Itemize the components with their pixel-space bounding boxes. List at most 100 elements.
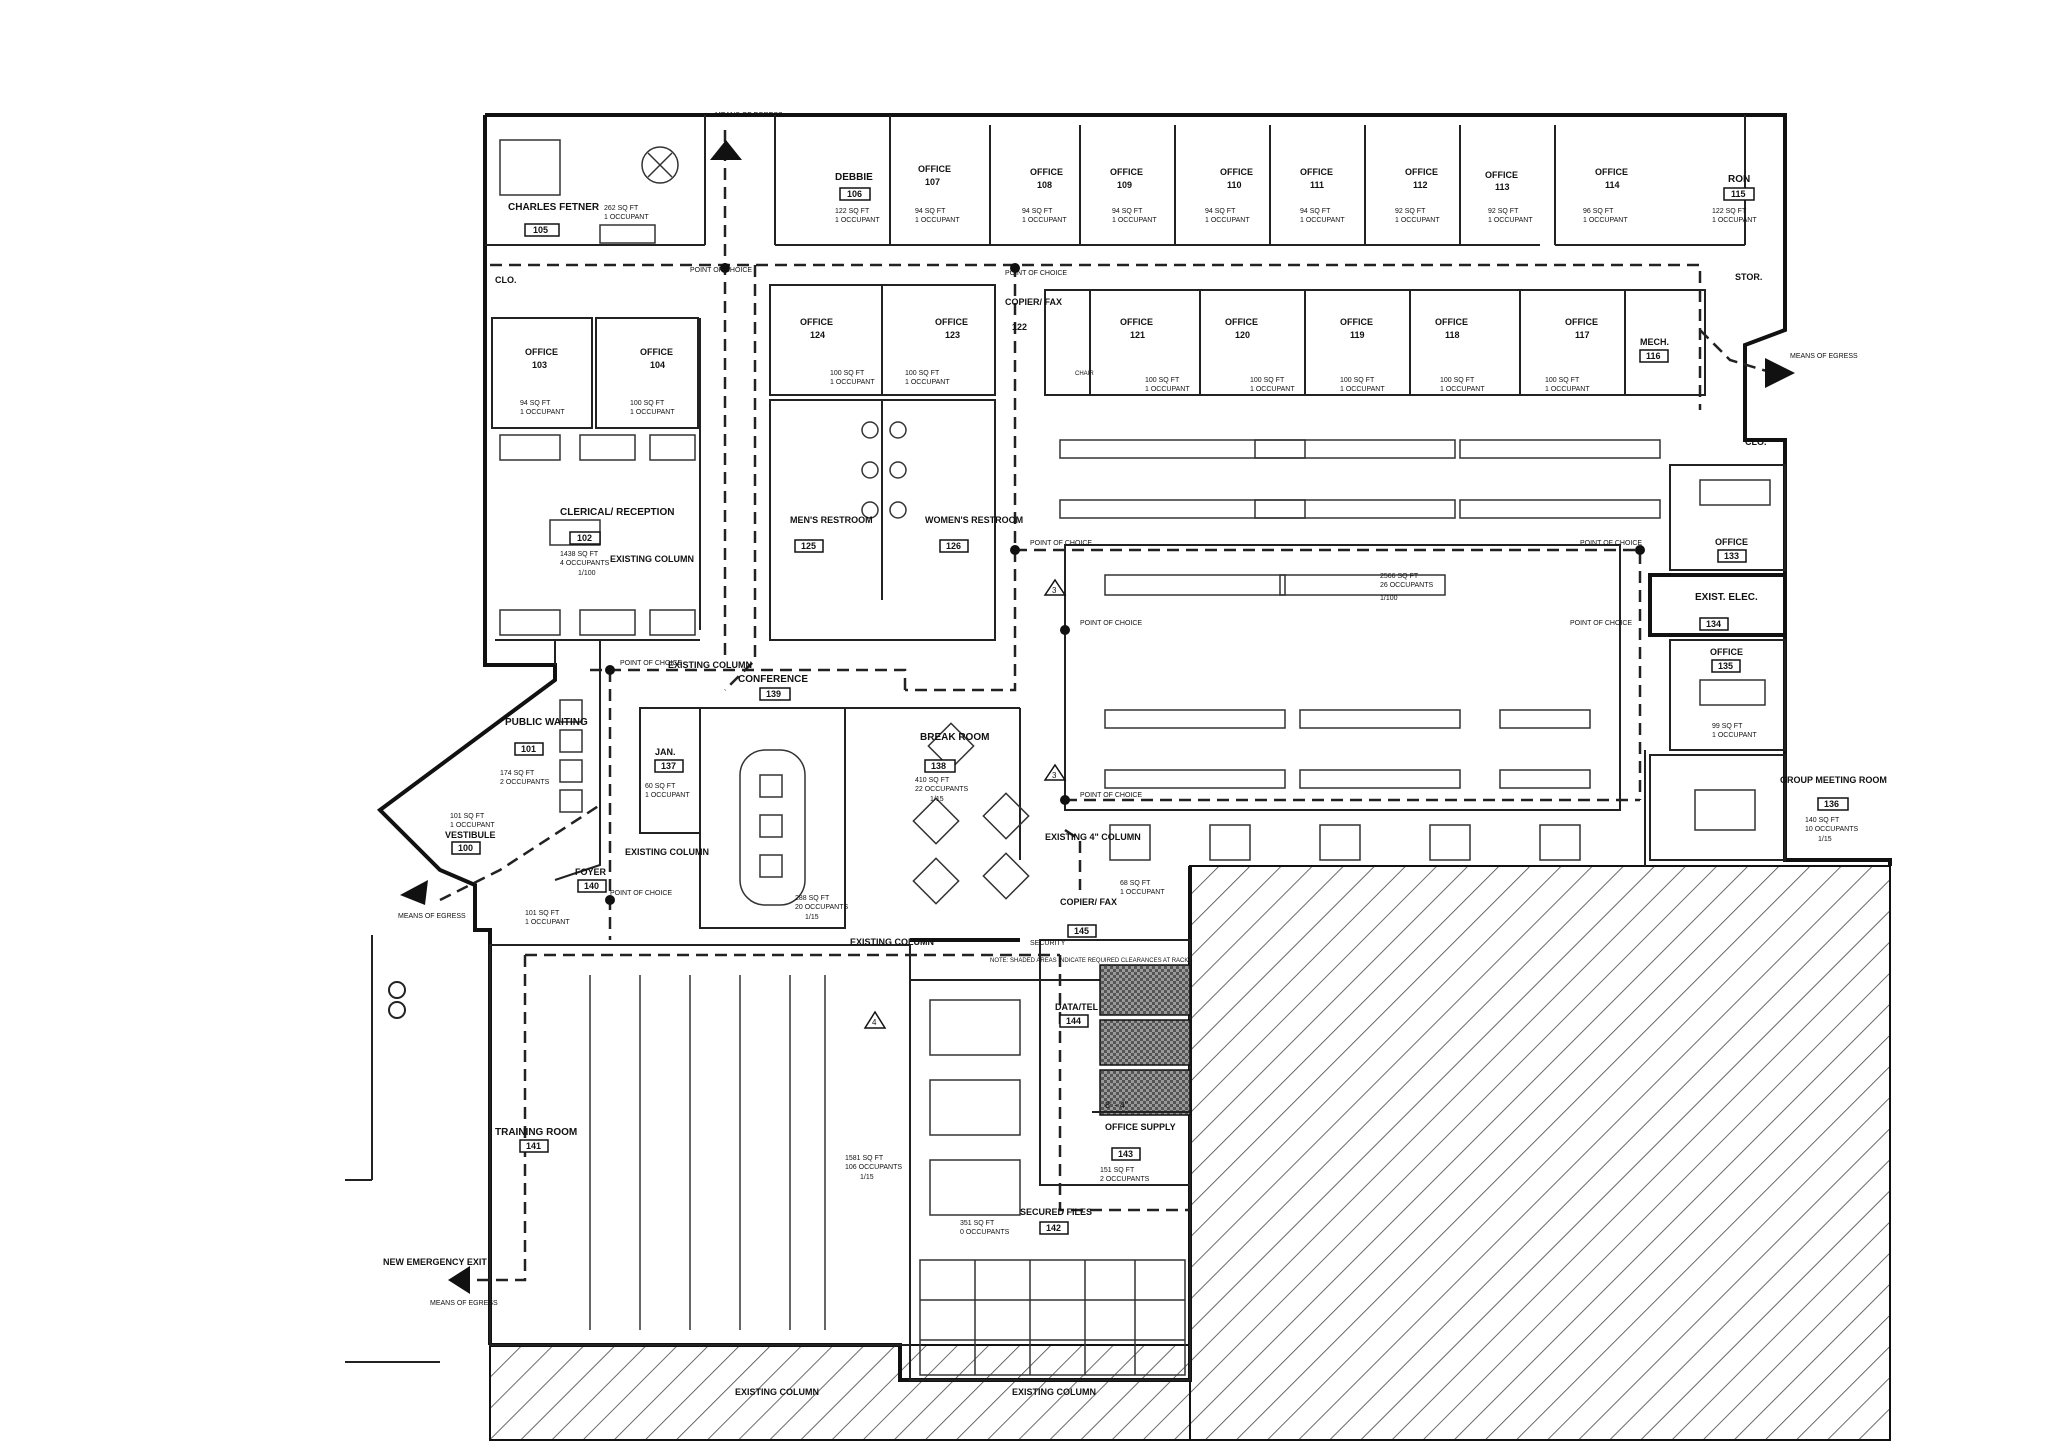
room-area: 122 SQ FT <box>1712 208 1747 215</box>
room-area: 262 SQ FT <box>604 205 639 212</box>
room-occupants: 1 OCCUPANT <box>1712 732 1757 739</box>
load-factor: 1/100 <box>1380 595 1398 602</box>
egress-arrows <box>400 140 1795 1294</box>
room-occupants: 2 OCCUPANTS <box>500 779 550 786</box>
room-label-office-119: OFFICE 119 100 SQ FT 1 OCCUPANT <box>1340 317 1385 393</box>
load-factor: 1/100 <box>578 570 596 577</box>
room-name: OFFICE <box>1340 317 1373 327</box>
point-of-choice-label: POINT OF CHOICE <box>1030 540 1092 547</box>
room-label-office-114: OFFICE 114 96 SQ FT 1 OCCUPANT <box>1583 167 1628 224</box>
tag-triangle <box>1043 763 1067 781</box>
furniture <box>499 139 1771 1376</box>
room-area: 68 SQ FT <box>1120 880 1151 887</box>
room-name: DEBBIE <box>835 172 873 183</box>
room-number: 135 <box>1718 661 1733 671</box>
room-label-office-120: OFFICE 120 100 SQ FT 1 OCCUPANT <box>1225 317 1295 393</box>
room-label-break: BREAK ROOM 138 410 SQ FT 22 OCCUPANTS 1/… <box>915 732 989 803</box>
room-name: OFFICE <box>1565 317 1598 327</box>
room-number: 102 <box>577 533 592 543</box>
room-area: 100 SQ FT <box>1440 377 1475 384</box>
egress-arrow-north <box>710 140 742 160</box>
existing-column-label: EXISTING COLUMN <box>850 937 934 947</box>
room-number: 142 <box>1046 1223 1061 1233</box>
room-label-jan: JAN. 137 60 SQ FT 1 OCCUPANT <box>645 747 690 799</box>
room-area: 100 SQ FT <box>1250 377 1285 384</box>
room-occupants: 1 OCCUPANT <box>520 409 565 416</box>
new-emergency-exit-label: NEW EMERGENCY EXIT <box>383 1257 487 1267</box>
room-name: OFFICE <box>1715 537 1748 547</box>
load-factor: 1/15 <box>805 914 819 921</box>
existing-column-label: EXISTING COLUMN <box>1012 1387 1096 1397</box>
room-area: 94 SQ FT <box>1112 208 1143 215</box>
room-name: JAN. <box>655 747 676 757</box>
room-name: MEN'S RESTROOM <box>790 515 873 525</box>
tag-3-label: 3 <box>1052 586 1057 595</box>
room-name: OFFICE <box>1030 167 1063 177</box>
room-number: 122 <box>1012 322 1027 332</box>
room-occupants: 20 OCCUPANTS <box>795 904 848 911</box>
room-name: OFFICE <box>935 317 968 327</box>
room-number: 113 <box>1495 182 1510 192</box>
room-number: 136 <box>1824 799 1839 809</box>
room-name: FOYER <box>575 867 607 877</box>
room-label-clo-east: CLO. <box>1745 437 1767 447</box>
room-number: 115 <box>1731 189 1746 199</box>
room-name: OFFICE <box>1225 317 1258 327</box>
room-label-clo-west: CLO. <box>495 275 517 285</box>
room-number: 110 <box>1227 180 1242 190</box>
point-of-choice-label: POINT OF CHOICE <box>1005 270 1067 277</box>
tag-triangle <box>863 1010 887 1029</box>
hatched-area-east <box>1189 865 1891 1441</box>
room-occupants: 1 OCCUPANT <box>1440 386 1485 393</box>
point-marker <box>720 263 730 273</box>
room-name: RON <box>1728 174 1750 185</box>
room-area: 140 SQ FT <box>1805 817 1840 824</box>
load-factor: 1/15 <box>930 796 944 803</box>
room-occupants: 2 OCCUPANTS <box>1100 1176 1150 1183</box>
room-label-ron: RON 115 122 SQ FT 1 OCCUPANT <box>1712 174 1757 224</box>
room-number: 139 <box>766 689 781 699</box>
room-occupants: 1 OCCUPANT <box>645 792 690 799</box>
dimension-label: 8' - 4" <box>1105 1100 1128 1110</box>
room-occupants: 22 OCCUPANTS <box>915 786 968 793</box>
room-label-elec: EXIST. ELEC. 134 <box>1695 592 1758 631</box>
room-area: 174 SQ FT <box>500 770 535 777</box>
room-label-mens: MEN'S RESTROOM 125 <box>790 515 873 553</box>
means-of-egress-southwest: MEANS OF EGRESS <box>430 1300 498 1307</box>
room-occupants: 1 OCCUPANT <box>835 217 880 224</box>
room-occupants: 1 OCCUPANT <box>1205 217 1250 224</box>
room-label-office-117: OFFICE 117 100 SQ FT 1 OCCUPANT <box>1545 317 1598 393</box>
room-label-office-135: OFFICE 135 99 SQ FT 1 OCCUPANT <box>1710 647 1757 739</box>
room-number: 116 <box>1646 351 1661 361</box>
room-name: OFFICE <box>1220 167 1253 177</box>
point-of-choice-label: POINT OF CHOICE <box>1080 792 1142 799</box>
point-marker <box>605 665 615 675</box>
point-of-choice-label: POINT OF CHOICE <box>1570 620 1632 627</box>
room-number: 141 <box>526 1141 541 1151</box>
existing-column-label: EXISTING COLUMN <box>668 660 752 670</box>
room-label-office-103: OFFICE 103 94 SQ FT 1 OCCUPANT <box>520 347 565 416</box>
room-area: 410 SQ FT <box>915 777 950 784</box>
room-number: 117 <box>1575 330 1590 340</box>
room-occupants: 26 OCCUPANTS <box>1380 582 1433 589</box>
room-label-office-113: OFFICE 113 92 SQ FT 1 OCCUPANT <box>1485 170 1533 224</box>
room-label-charles: CHARLES FETNER 105 262 SQ FT 1 OCCUPANT <box>508 202 649 237</box>
room-occupants: 1 OCCUPANT <box>1488 217 1533 224</box>
point-marker <box>605 895 615 905</box>
annotations: MEANS OF EGRESS MEANS OF EGRESS MEANS OF… <box>383 112 1858 1397</box>
room-number: 101 <box>521 744 536 754</box>
room-name: OFFICE <box>800 317 833 327</box>
room-number: 119 <box>1350 330 1365 340</box>
rack-clearance-2 <box>1099 1019 1191 1066</box>
room-label-open-office: 2566 SQ FT 26 OCCUPANTS 1/100 <box>1380 573 1433 602</box>
room-occupants: 1 OCCUPANT <box>450 822 495 829</box>
room-number: 112 <box>1413 180 1428 190</box>
room-name: OFFICE <box>640 347 673 357</box>
room-label-reception: CLERICAL/ RECEPTION 102 1438 SQ FT 4 OCC… <box>560 507 674 577</box>
room-number: 121 <box>1130 330 1145 340</box>
room-occupants: 4 OCCUPANTS <box>560 560 610 567</box>
room-number: 123 <box>945 330 960 340</box>
room-area: 151 SQ FT <box>1100 1167 1135 1174</box>
room-name: BREAK ROOM <box>920 732 989 743</box>
